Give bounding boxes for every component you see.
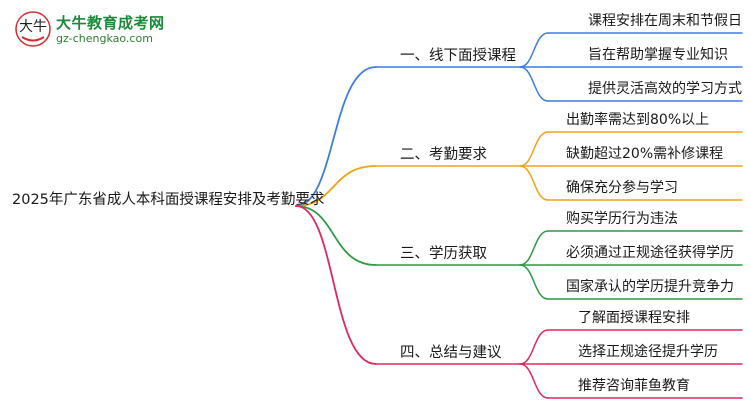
leaf-link-4-3 bbox=[519, 363, 549, 399]
leaf-link-1-1 bbox=[519, 32, 549, 68]
branch-label-1: 一、线下面授课程 bbox=[400, 48, 516, 64]
leaf-link-3-3 bbox=[519, 264, 549, 300]
logo-url: gz-chengkao.com bbox=[56, 32, 153, 45]
leaf-label-2-2: 缺勤超过20%需补修课程 bbox=[566, 146, 724, 162]
branch-label-2: 二、考勤要求 bbox=[400, 147, 487, 163]
leaf-label-1-3: 提供灵活高效的学习方式 bbox=[588, 81, 742, 97]
branch-link-2 bbox=[295, 165, 377, 207]
branch-label-3: 三、学历获取 bbox=[400, 246, 487, 262]
leaf-link-1-3 bbox=[519, 66, 549, 102]
branch-link-3 bbox=[295, 205, 377, 266]
root-topic: 2025年广东省成人本科面授课程安排及考勤要求 bbox=[12, 192, 325, 208]
mindmap-links bbox=[295, 32, 743, 399]
branch-label-4: 四、总结与建议 bbox=[400, 345, 502, 361]
leaf-label-4-3: 推荐咨询菲鱼教育 bbox=[578, 378, 690, 394]
leaf-label-4-2: 选择正规途径提升学历 bbox=[578, 344, 718, 360]
svg-text:大牛: 大牛 bbox=[19, 19, 47, 35]
leaf-label-4-1: 了解面授课程安排 bbox=[578, 310, 690, 326]
logo-mark-icon: 大牛 bbox=[15, 11, 51, 47]
leaf-label-3-1: 购买学历行为违法 bbox=[566, 211, 678, 227]
branch-link-1 bbox=[295, 66, 377, 207]
leaf-label-3-2: 必须通过正规途径获得学历 bbox=[566, 245, 734, 261]
site-logo: 大牛 大牛教育成考网 gz-chengkao.com bbox=[14, 10, 164, 50]
leaf-link-2-1 bbox=[519, 131, 549, 167]
leaf-label-1-1: 课程安排在周末和节假日 bbox=[588, 13, 742, 29]
leaf-label-2-3: 确保充分参与学习 bbox=[566, 180, 678, 196]
leaf-link-3-1 bbox=[519, 230, 549, 266]
leaf-label-1-2: 旨在帮助掌握专业知识 bbox=[588, 47, 728, 63]
leaf-link-2-3 bbox=[519, 165, 549, 201]
leaf-label-2-1: 出勤率需达到80%以上 bbox=[566, 112, 710, 128]
logo-name: 大牛教育成考网 bbox=[56, 14, 165, 32]
branch-link-4 bbox=[295, 205, 377, 365]
leaf-label-3-3: 国家承认的学历提升竞争力 bbox=[566, 279, 734, 295]
leaf-link-4-1 bbox=[519, 329, 549, 365]
